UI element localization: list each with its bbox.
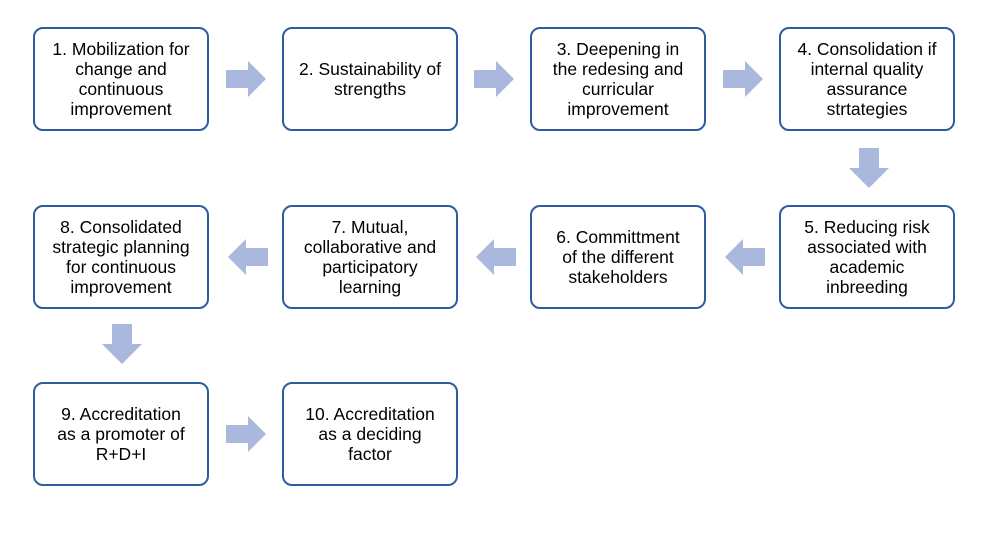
step-5-label: 5. Reducing risk associated with academi… — [804, 217, 930, 297]
step-3-box: 3. Deepening in the redesing and curricu… — [530, 27, 706, 131]
arrow-left-icon — [228, 239, 268, 275]
arrow-down-icon — [102, 324, 142, 364]
step-7-box: 7. Mutual, collaborative and participato… — [282, 205, 458, 309]
step-8-label: 8. Consolidated strategic planning for c… — [52, 217, 190, 297]
step-5-box: 5. Reducing risk associated with academi… — [779, 205, 955, 309]
step-2-label: 2. Sustainability of strengths — [298, 59, 442, 99]
step-8-box: 8. Consolidated strategic planning for c… — [33, 205, 209, 309]
step-9-label: 9. Accreditation as a promoter of R+D+I — [57, 404, 185, 464]
step-1-box: 1. Mobilization for change and continuou… — [33, 27, 209, 131]
step-10-label: 10. Accreditation as a deciding factor — [305, 404, 435, 464]
step-4-box: 4. Consolidation if internal quality ass… — [779, 27, 955, 131]
step-10-box: 10. Accreditation as a deciding factor — [282, 382, 458, 486]
step-7-label: 7. Mutual, collaborative and participato… — [303, 217, 437, 297]
step-6-box: 6. Committment of the different stakehol… — [530, 205, 706, 309]
step-9-box: 9. Accreditation as a promoter of R+D+I — [33, 382, 209, 486]
arrow-right-icon — [474, 61, 514, 97]
step-2-box: 2. Sustainability of strengths — [282, 27, 458, 131]
arrow-right-icon — [226, 61, 266, 97]
arrow-right-icon — [226, 416, 266, 452]
arrow-left-icon — [725, 239, 765, 275]
step-4-label: 4. Consolidation if internal quality ass… — [797, 39, 937, 119]
step-3-label: 3. Deepening in the redesing and curricu… — [552, 39, 684, 119]
arrow-down-icon — [849, 148, 889, 188]
arrow-right-icon — [723, 61, 763, 97]
step-1-label: 1. Mobilization for change and continuou… — [52, 39, 190, 119]
step-6-label: 6. Committment of the different stakehol… — [556, 227, 680, 287]
arrow-left-icon — [476, 239, 516, 275]
